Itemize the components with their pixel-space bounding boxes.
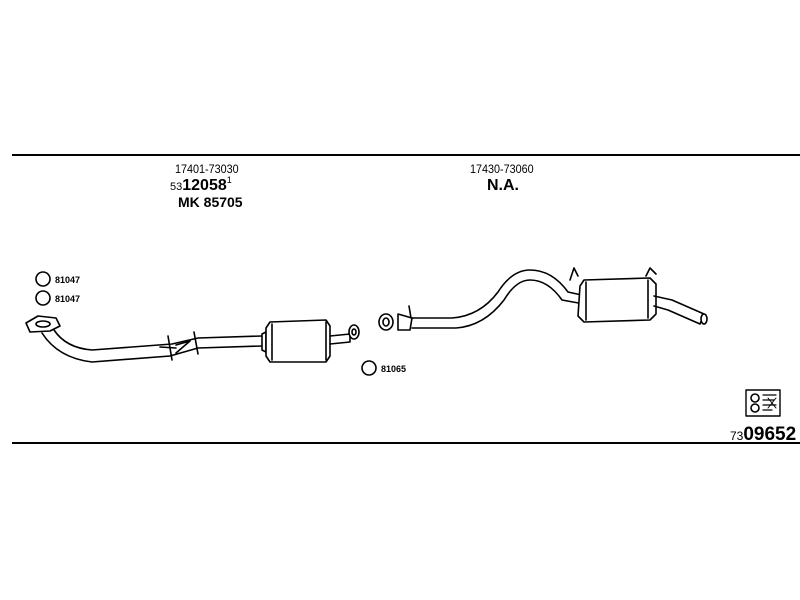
front-mk-number: MK 85705	[178, 194, 243, 210]
gasket-ring-3	[361, 360, 377, 376]
gasket-label-2: 81047	[55, 294, 80, 304]
diagram-reference-prefix: 73	[730, 429, 744, 443]
diagram-reference: 7309652	[730, 424, 796, 446]
gasket-ring-1	[35, 271, 51, 287]
gasket-ring-2	[35, 290, 51, 306]
rear-status: N.A.	[487, 177, 519, 194]
rear-oem-number: 17430-73060	[470, 162, 534, 176]
bottom-rule	[12, 442, 800, 444]
front-ref-sup: 1	[226, 175, 232, 185]
front-ref-main: 12058	[182, 177, 227, 194]
front-ref-number: 53120581	[170, 175, 232, 195]
gasket-label-1: 81047	[55, 275, 80, 285]
diagram-reference-main: 09652	[743, 424, 797, 445]
front-pipe	[25, 315, 263, 363]
parts-list-icon	[745, 389, 781, 417]
rear-silencer	[569, 267, 708, 325]
gasket-label-3: 81065	[381, 364, 406, 374]
front-ref-prefix: 53	[170, 181, 183, 193]
rear-pipe	[378, 269, 587, 331]
front-silencer	[261, 319, 360, 363]
top-rule	[12, 154, 800, 156]
front-oem-number: 17401-73030	[175, 162, 239, 176]
